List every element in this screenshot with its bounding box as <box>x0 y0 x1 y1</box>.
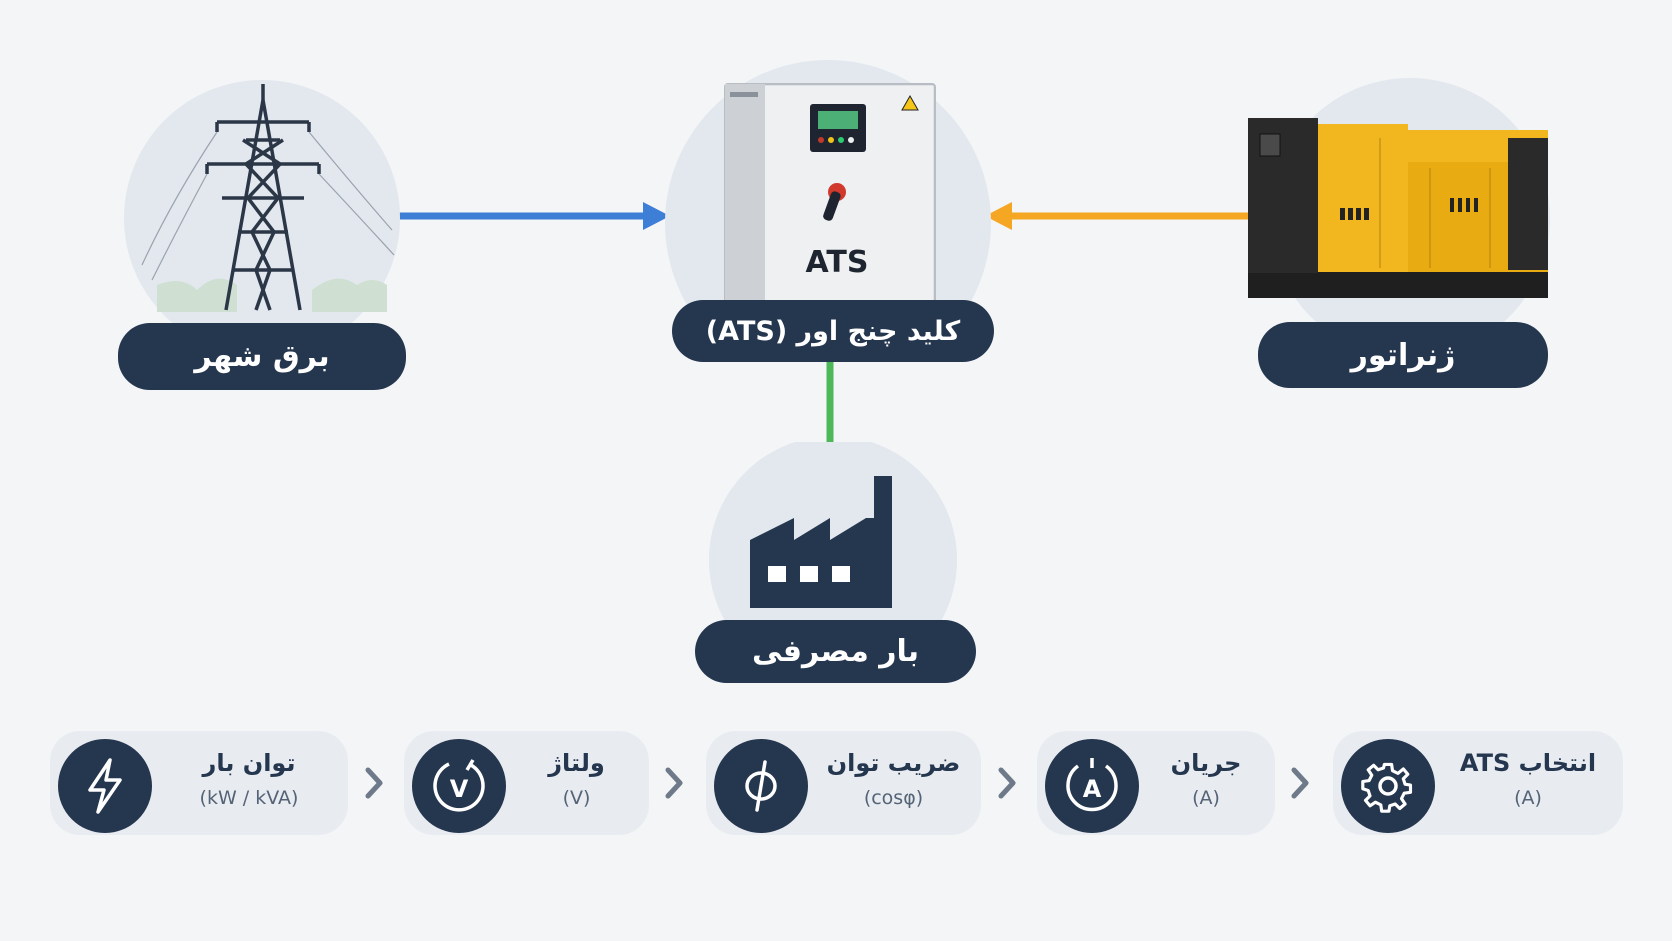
ats-label-pill: کلید چنج اور (ATS) <box>672 300 994 362</box>
step-voltage: V ولتاژ (V) <box>404 731 649 835</box>
step-unit: (cosφ) <box>863 787 924 809</box>
load-label: بار مصرفی <box>751 634 920 669</box>
phi-icon <box>714 739 808 833</box>
generator-label: ژنراتور <box>1350 337 1456 373</box>
chevron-right-icon <box>365 767 383 799</box>
svg-text:V: V <box>450 775 469 803</box>
ats-panel-illustration: ATS <box>665 60 991 360</box>
generator-label-pill: ژنراتور <box>1258 322 1548 388</box>
step-title: ضریب توان <box>826 749 961 777</box>
step-title: ولتاژ <box>548 749 605 777</box>
svg-text:A: A <box>1083 775 1102 803</box>
ats-panel-text: ATS <box>806 245 869 280</box>
grid-label: برق شهر <box>194 339 330 374</box>
step-unit: (A) <box>1192 787 1220 809</box>
step-load-power: توان بار (kW / kVA) <box>50 731 348 835</box>
gear-icon <box>1341 739 1435 833</box>
step-unit: (A) <box>1514 787 1542 809</box>
chevron-right-icon <box>1291 767 1309 799</box>
grid-label-pill: برق شهر <box>118 323 406 390</box>
generator-illustration <box>1248 78 1550 328</box>
factory-illustration <box>709 442 957 642</box>
chevron-right-icon <box>665 767 683 799</box>
step-unit: (kW / kVA) <box>199 787 299 809</box>
voltage-icon: V <box>412 739 506 833</box>
chevron-right-icon <box>998 767 1016 799</box>
load-label-pill: بار مصرفی <box>695 620 976 683</box>
grid-tower-illustration <box>124 80 400 356</box>
ats-label: کلید چنج اور (ATS) <box>705 315 961 347</box>
step-ats-selection: انتخاب ATS (A) <box>1333 731 1623 835</box>
step-power-factor: ضریب توان (cosφ) <box>706 731 981 835</box>
step-title: جریان <box>1170 749 1242 777</box>
lightning-icon <box>58 739 152 833</box>
grid-to-ats-arrow-head <box>643 202 670 230</box>
step-current: A جریان (A) <box>1037 731 1275 835</box>
generator-to-ats-arrow-head <box>985 202 1012 230</box>
step-title: انتخاب ATS <box>1459 749 1597 777</box>
step-unit: (V) <box>562 787 591 809</box>
step-title: توان بار <box>202 749 296 777</box>
ammeter-icon: A <box>1045 739 1139 833</box>
